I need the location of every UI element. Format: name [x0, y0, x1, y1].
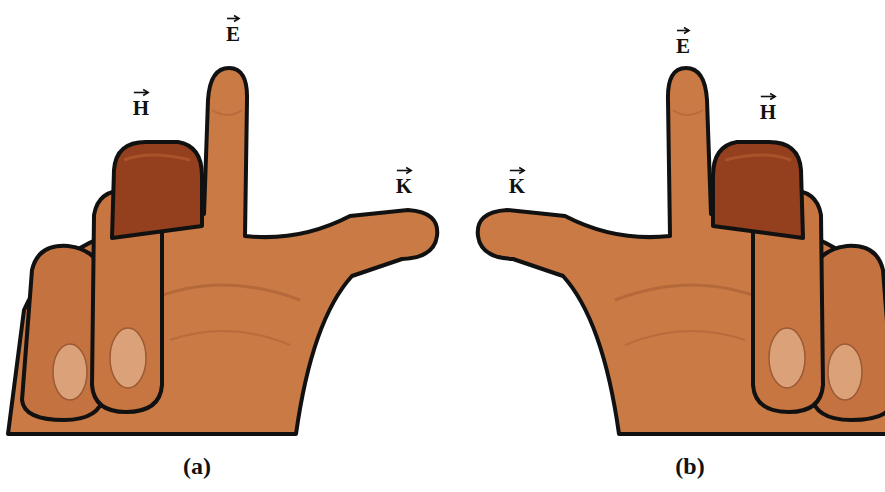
- label-text: K: [396, 176, 412, 197]
- vector-label: K: [509, 176, 525, 197]
- hand-b: [478, 68, 885, 434]
- vector-label: H: [133, 98, 149, 119]
- label-text: K: [509, 176, 525, 197]
- label-text: (a): [183, 454, 211, 478]
- vector-label: E: [226, 24, 240, 45]
- arrow-head: [406, 168, 411, 174]
- label-text: E: [676, 36, 690, 57]
- vector-label: E: [676, 36, 690, 57]
- panel-label: (a): [183, 454, 211, 478]
- vector-label: H: [760, 102, 776, 123]
- arrow-head: [770, 94, 775, 100]
- arrow-head: [143, 90, 148, 96]
- label-text: H: [133, 98, 149, 119]
- arrow-head: [684, 28, 689, 34]
- label-text: (b): [675, 454, 704, 478]
- label-text: E: [226, 24, 240, 45]
- hand-a: [8, 68, 437, 434]
- label-text: H: [760, 102, 776, 123]
- panel-label: (b): [675, 454, 704, 478]
- vector-label: K: [396, 176, 412, 197]
- arrow-head: [234, 16, 239, 22]
- arrow-head: [519, 168, 524, 174]
